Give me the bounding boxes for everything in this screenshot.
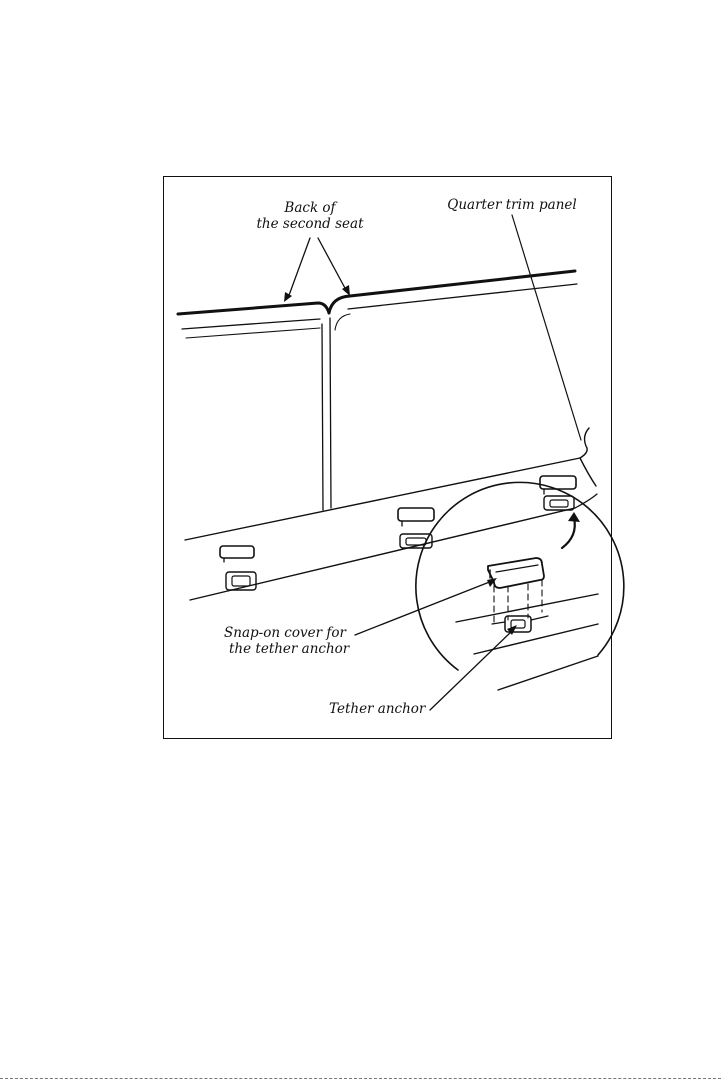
detail-magnifier	[416, 482, 624, 690]
anchor-cover-left	[220, 546, 256, 590]
detail-callout-arrow	[562, 512, 580, 548]
label-back-of-seat-line1: Back of	[283, 200, 337, 216]
label-back-of-seat-line2: the second seat	[256, 216, 364, 232]
anchor-cover-middle	[398, 508, 434, 548]
seat-back-outline	[178, 271, 577, 510]
label-tether-anchor: Tether anchor	[329, 701, 427, 717]
anchor-cover-right	[540, 476, 576, 510]
label-quarter-trim-panel: Quarter trim panel	[447, 197, 576, 213]
page-bottom-rule	[0, 1078, 721, 1079]
label-snap-on-cover-line2: the tether anchor	[229, 641, 351, 657]
label-snap-on-cover-line1: Snap-on cover for	[224, 625, 347, 641]
cargo-floor-strip	[185, 458, 597, 600]
quarter-trim-panel	[580, 428, 596, 486]
